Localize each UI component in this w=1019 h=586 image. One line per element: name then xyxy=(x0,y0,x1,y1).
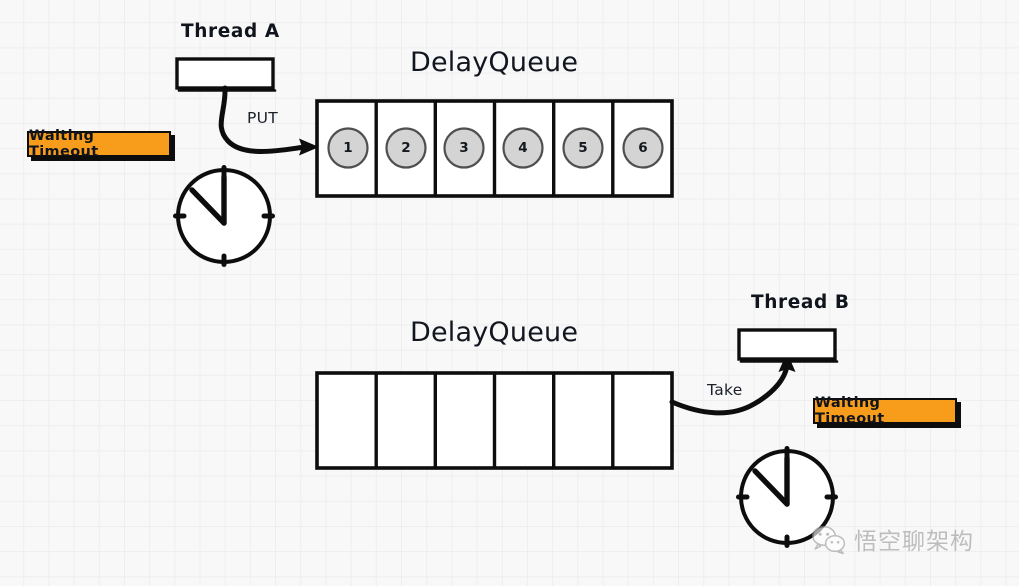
queue-cell-number: 6 xyxy=(638,140,648,156)
watermark: 悟空聊架构 xyxy=(812,522,974,556)
take-label: Take xyxy=(707,381,743,399)
bottom-queue-frame xyxy=(315,371,674,470)
thread-a-label: Thread A xyxy=(181,21,280,42)
waiting-timeout-badge-top: Waiting Timeout xyxy=(27,128,171,160)
thread-b-box xyxy=(737,328,839,363)
clock-thread-a xyxy=(173,165,275,267)
queue-cell-number: 1 xyxy=(343,140,353,156)
wechat-icon xyxy=(812,526,846,554)
thread-b-label: Thread B xyxy=(751,292,850,313)
top-queue-item-circles xyxy=(327,127,664,169)
top-queue-frame xyxy=(315,99,674,198)
waiting-timeout-badge-bottom: Waiting Timeout xyxy=(813,395,957,427)
queue-cell-number: 3 xyxy=(459,140,469,156)
queue-cell-number: 5 xyxy=(578,140,588,156)
thread-a-box xyxy=(175,57,277,92)
watermark-text: 悟空聊架构 xyxy=(854,529,974,555)
bottom-queue-title: DelayQueue xyxy=(410,317,579,348)
put-label: PUT xyxy=(247,109,279,127)
top-queue-title: DelayQueue xyxy=(410,47,579,78)
queue-cell-number: 4 xyxy=(518,140,528,156)
queue-cell-number: 2 xyxy=(401,140,411,156)
